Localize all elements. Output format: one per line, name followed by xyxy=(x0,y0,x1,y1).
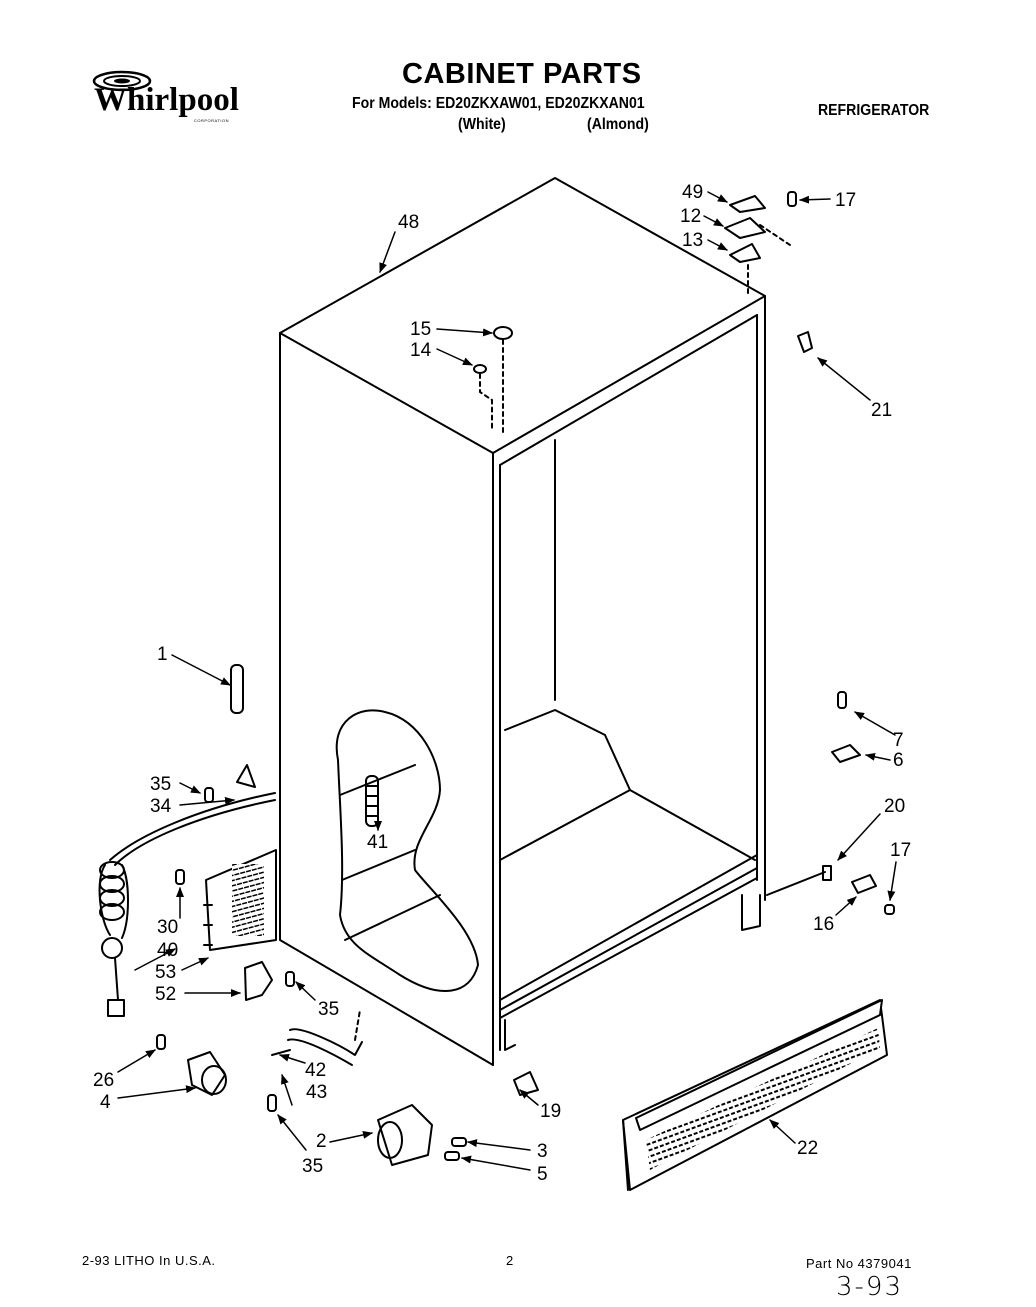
whirlpool-logo: Whirlpool CORPORATION xyxy=(82,66,252,128)
callout-53: 53 xyxy=(155,962,176,983)
part-21-clip xyxy=(797,331,813,353)
callout-48: 48 xyxy=(398,212,419,233)
rear-roller-parts xyxy=(156,1034,227,1096)
top-plugs xyxy=(473,326,513,433)
litho-note: 2-93 LITHO In U.S.A. xyxy=(82,1253,216,1268)
callout-5: 5 xyxy=(537,1164,548,1185)
callout-15: 15 xyxy=(410,319,431,340)
wiring-assembly xyxy=(98,764,295,1017)
brand-subtext: CORPORATION xyxy=(194,118,229,123)
top-hinge-parts xyxy=(724,191,797,296)
color-almond: (Almond) xyxy=(587,116,649,133)
models-line: For Models: ED20ZKXAW01, ED20ZKXAN01 xyxy=(352,95,645,112)
callout-17-right: 17 xyxy=(890,840,911,861)
brand-name: Whirlpool xyxy=(94,82,239,118)
callout-21: 21 xyxy=(871,400,892,421)
parts-42-43 xyxy=(267,1009,363,1112)
callout-17-top: 17 xyxy=(835,190,856,211)
callout-35-mid: 35 xyxy=(318,999,339,1020)
callout-19: 19 xyxy=(540,1101,561,1122)
callout-34: 34 xyxy=(150,796,172,817)
callout-26: 26 xyxy=(93,1070,114,1091)
callout-40: 40 xyxy=(157,940,178,961)
callout-4: 4 xyxy=(100,1092,111,1113)
callout-42: 42 xyxy=(305,1060,326,1081)
cabinet-shell xyxy=(279,177,766,1066)
handwritten-date: 3-93 xyxy=(836,1272,904,1302)
callout-41: 41 xyxy=(367,832,388,853)
page-number: 2 xyxy=(506,1253,514,1268)
insulation-cutaway xyxy=(335,709,479,992)
part-19-clip xyxy=(513,1071,539,1096)
logo-swirl-icon xyxy=(92,70,152,92)
leader-arrows xyxy=(117,191,897,1171)
callout-20: 20 xyxy=(884,796,905,817)
callout-1: 1 xyxy=(157,644,168,665)
parts-16-17-20 xyxy=(766,865,895,915)
callout-52: 52 xyxy=(155,984,176,1005)
callout-7: 7 xyxy=(893,730,904,751)
front-roller-parts xyxy=(377,1104,467,1166)
part-1-plug xyxy=(230,664,244,714)
part-22-grille xyxy=(622,999,888,1191)
callout-22: 22 xyxy=(797,1138,818,1159)
page-title: CABINET PARTS xyxy=(402,58,642,90)
callout-35-bottom: 35 xyxy=(302,1156,323,1177)
callout-16: 16 xyxy=(813,914,834,935)
callout-13: 13 xyxy=(682,230,703,251)
part-41-tube xyxy=(365,775,379,827)
callout-35-left: 35 xyxy=(150,774,171,795)
callout-12: 12 xyxy=(680,206,701,227)
callout-2: 2 xyxy=(316,1131,327,1152)
callout-6: 6 xyxy=(893,750,904,771)
callout-43: 43 xyxy=(306,1082,327,1103)
parts-6-7 xyxy=(831,691,861,763)
callout-14: 14 xyxy=(410,340,432,361)
callout-49: 49 xyxy=(682,182,703,203)
color-white: (White) xyxy=(458,116,506,133)
category-label: REFRIGERATOR xyxy=(818,102,930,119)
callout-3: 3 xyxy=(537,1141,548,1162)
part-number: Part No 4379041 xyxy=(806,1256,912,1271)
callout-30: 30 xyxy=(157,917,178,938)
